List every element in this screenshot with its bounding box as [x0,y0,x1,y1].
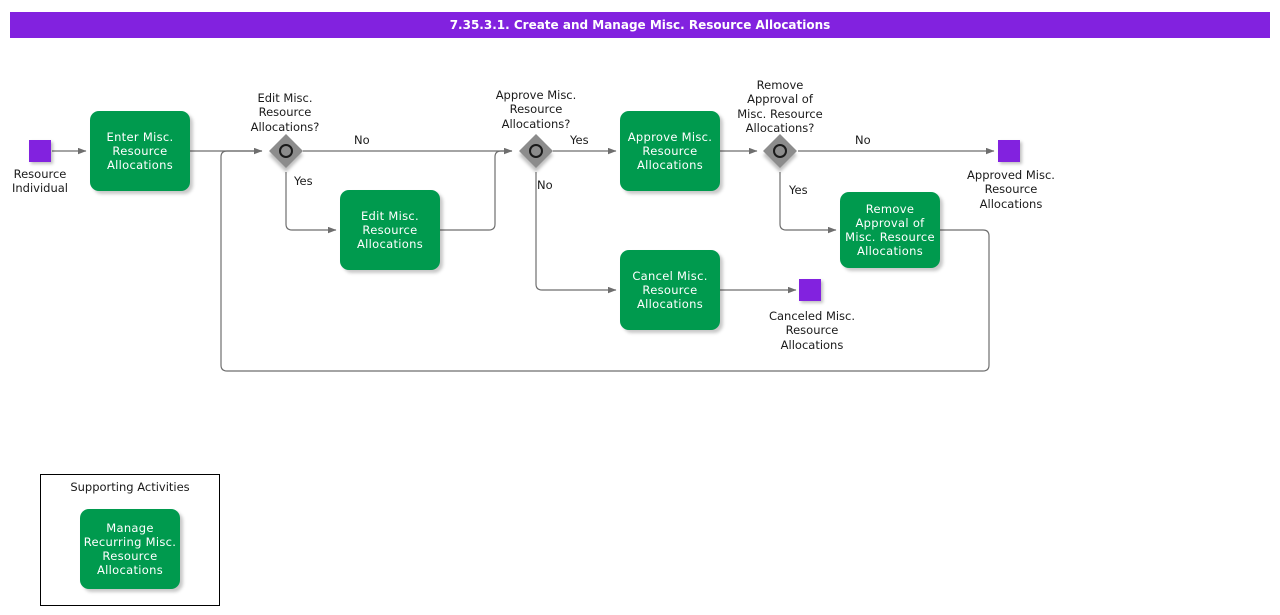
gateway-inclusive-circle-icon [279,144,293,158]
edge-label-remove-no: No [855,133,871,147]
edge-label-remove-yes: Yes [789,183,808,197]
task-manage-recurring-misc-resource-allocations[interactable]: Manage Recurring Misc. Resource Allocati… [80,509,180,589]
start-event-label: Resource Individual [11,167,68,196]
end-event-canceled-misc-resource-allocations[interactable] [799,279,821,301]
gateway-remove-approval-of-misc-resource-allocations[interactable] [763,134,797,168]
edge-label-approve-no: No [537,178,553,192]
supporting-activities-title: Supporting Activities [70,480,190,494]
end-event-canceled-label: Canceled Misc. Resource Allocations [768,309,856,352]
task-approve-misc-resource-allocations[interactable]: Approve Misc. Resource Allocations [620,111,720,191]
task-remove-approval-of-misc-resource-allocations[interactable]: Remove Approval of Misc. Resource Alloca… [840,192,940,268]
flow-removeq-yes-to-remove [779,172,837,234]
gateway-inclusive-circle-icon [773,144,787,158]
gateway-edit-label: Edit Misc. Resource Allocations? [250,91,320,134]
gateway-remove-label: Remove Approval of Misc. Resource Alloca… [737,78,823,136]
end-event-approved-misc-resource-allocations[interactable] [998,140,1020,162]
gateway-inclusive-circle-icon [529,144,543,158]
gateway-edit-misc-resource-allocations[interactable] [269,134,303,168]
task-edit-misc-resource-allocations[interactable]: Edit Misc. Resource Allocations [340,190,440,270]
task-enter-misc-resource-allocations[interactable]: Enter Misc. Resource Allocations [90,111,190,191]
gateway-approve-misc-resource-allocations[interactable] [519,134,553,168]
flow-edit-to-approveq [440,150,512,231]
task-cancel-misc-resource-allocations[interactable]: Cancel Misc. Resource Allocations [620,250,720,330]
start-event-resource-individual[interactable] [29,140,51,162]
page-title: 7.35.3.1. Create and Manage Misc. Resour… [10,12,1270,38]
end-event-approved-label: Approved Misc. Resource Allocations [967,168,1055,211]
edge-label-edit-no: No [354,133,370,147]
edge-label-approve-yes: Yes [570,133,589,147]
gateway-approve-label: Approve Misc. Resource Allocations? [495,88,577,131]
edge-label-edit-yes: Yes [294,174,313,188]
